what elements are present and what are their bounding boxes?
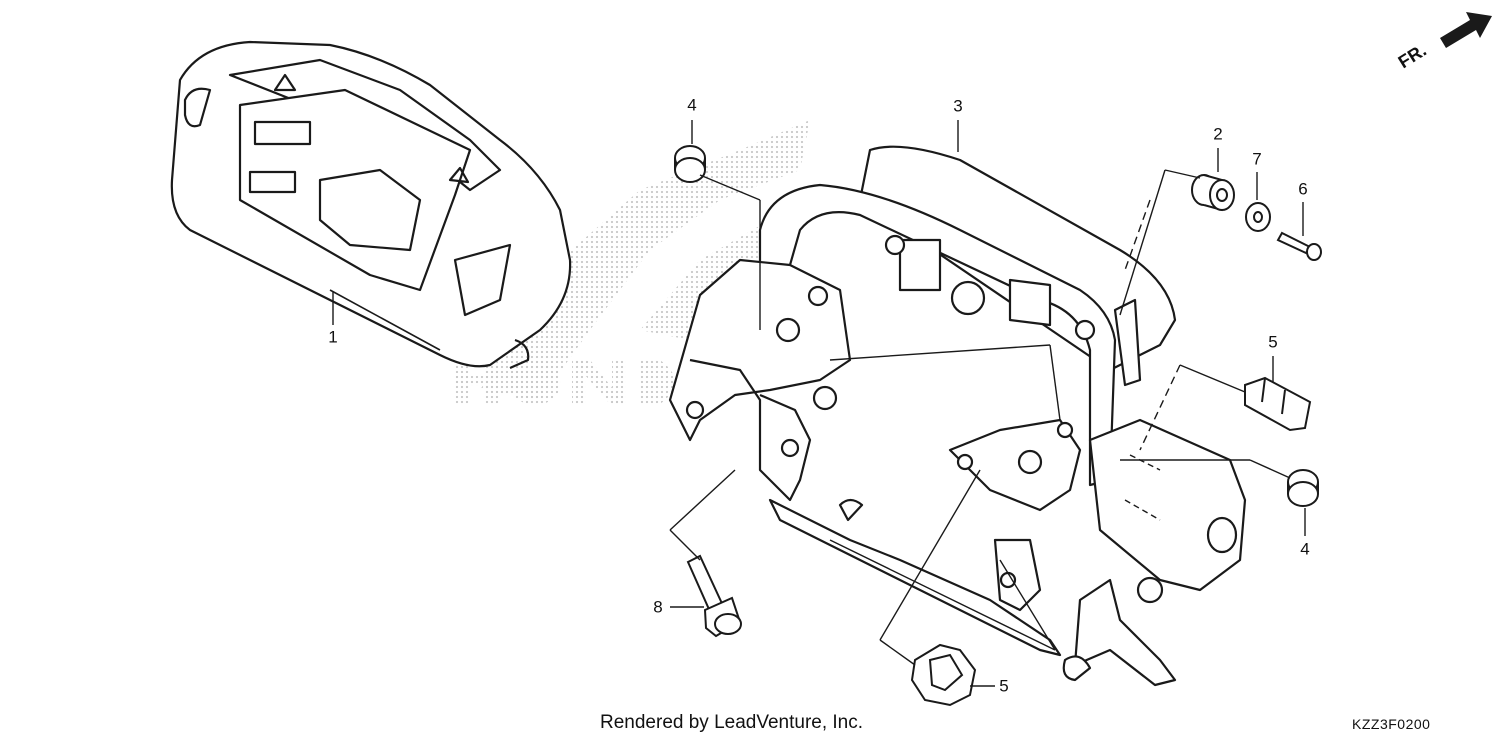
- clamp-5-bottom: [910, 643, 977, 707]
- callout-4-top: 4: [687, 95, 697, 115]
- grommet-top: [674, 145, 706, 183]
- callout-6: 6: [1298, 179, 1308, 199]
- callout-7: 7: [1252, 149, 1262, 169]
- meter-assembly: [170, 40, 572, 370]
- washer-7: [1245, 202, 1271, 232]
- callout-4-right: 4: [1300, 539, 1310, 559]
- diagram-code: KZZ3F0200: [1352, 716, 1431, 732]
- callout-8: 8: [653, 597, 663, 617]
- front-direction-arrow: [1440, 12, 1492, 48]
- callout-5-right: 5: [1268, 332, 1278, 352]
- bolt-8: [686, 554, 742, 638]
- render-credit: Rendered by LeadVenture, Inc.: [600, 712, 864, 733]
- screw-6: [1276, 231, 1322, 261]
- callout-2: 2: [1213, 124, 1223, 144]
- callout-5-bottom: 5: [999, 676, 1009, 696]
- callout-1: 1: [328, 327, 338, 347]
- cushion-2: [1191, 174, 1235, 212]
- grommet-right: [1287, 469, 1319, 507]
- clip-5-right: [1244, 376, 1312, 432]
- meter-stay-bracket: [668, 145, 1247, 687]
- callout-3: 3: [953, 96, 963, 116]
- assembly-guide-lines: [669, 169, 1291, 666]
